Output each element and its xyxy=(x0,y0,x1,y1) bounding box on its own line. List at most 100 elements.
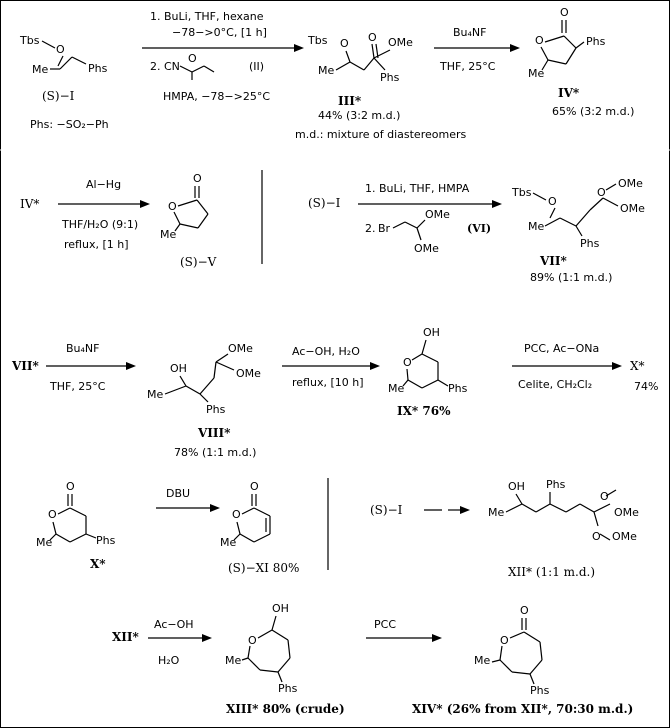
bond xyxy=(287,639,291,659)
phs-label: Phs xyxy=(586,35,606,48)
bond xyxy=(247,645,251,659)
bond xyxy=(565,503,581,513)
bond xyxy=(179,65,193,73)
o-label: O xyxy=(597,186,606,199)
XI-label: (S)−XI 80% xyxy=(228,561,299,575)
o-label: O xyxy=(193,172,202,185)
o-label: O xyxy=(48,508,57,521)
compound-IX: OH O Me Phs IX* 76% xyxy=(388,326,468,418)
compound-VIII: OH Me Phs OMe OMe VIII* 78% (1:1 m.d.) xyxy=(147,342,261,459)
bond xyxy=(257,629,273,639)
compound-XIII: OH O Me Phs XIII* 80% (crude) xyxy=(225,602,345,716)
bond xyxy=(55,533,71,543)
arrowhead xyxy=(126,362,136,370)
bond xyxy=(593,511,599,527)
arrowhead xyxy=(492,200,502,208)
bond xyxy=(177,199,198,207)
bond xyxy=(529,659,543,675)
bond xyxy=(241,507,255,515)
bond xyxy=(57,507,71,515)
water-text: H₂O xyxy=(158,654,180,667)
VII-start: VII* xyxy=(11,359,40,373)
bond xyxy=(277,671,283,683)
o-label: O xyxy=(535,34,544,47)
ome-label: OMe xyxy=(618,177,643,190)
bond xyxy=(164,385,187,395)
panel-1: Tbs O Me Phs (S)−I Phs: −SO₂−Ph 1. BuLi,… xyxy=(19,6,634,141)
o-label: O xyxy=(66,480,75,493)
bond xyxy=(540,46,549,61)
bond xyxy=(404,221,418,229)
bond xyxy=(213,361,217,379)
bond xyxy=(499,645,503,661)
bond xyxy=(541,59,549,71)
o-label: O xyxy=(520,604,529,617)
bond xyxy=(411,353,423,361)
o-label: O xyxy=(592,530,601,543)
o-label: O xyxy=(248,634,257,647)
bond xyxy=(271,615,277,631)
me-label: Me xyxy=(220,536,236,549)
bond xyxy=(392,221,406,229)
o-label: O xyxy=(168,200,177,213)
bond xyxy=(199,377,215,395)
bond xyxy=(241,657,249,661)
step1-text: 1. BuLi, THF, HMPA xyxy=(365,182,470,195)
dbu-text: DBU xyxy=(166,487,190,500)
XIV-label: XIV* (26% from XII*, 70:30 m.d.) xyxy=(412,702,633,716)
bond xyxy=(349,61,365,71)
acoh-text: Ac−OH, H₂O xyxy=(292,345,360,358)
bond xyxy=(406,368,409,381)
tbs-label: Tbs xyxy=(511,186,532,199)
III-yield: 44% (3:2 m.d.) xyxy=(318,109,400,122)
bond xyxy=(509,631,525,639)
phs-label: Phs xyxy=(580,237,600,250)
bond xyxy=(529,673,535,685)
compound-VII: Tbs O Me Phs O OMe OMe VII* 89% (1:1 m.d… xyxy=(511,177,645,284)
ome-label: OMe xyxy=(614,506,639,519)
VIII-label: VIII* xyxy=(197,426,231,440)
bond xyxy=(363,57,375,71)
thf-text: THF, 25°C xyxy=(49,380,106,393)
phs-label: Phs xyxy=(96,534,116,547)
bond xyxy=(247,657,261,671)
me-label: Me xyxy=(388,382,404,395)
bond xyxy=(549,503,567,513)
o-label: O xyxy=(340,37,349,50)
bond xyxy=(196,199,209,215)
tbaf-text: Bu₄NF xyxy=(453,26,486,39)
celite-text: Celite, CH₂Cl₂ xyxy=(518,378,592,391)
me-label: Me xyxy=(488,506,504,519)
alhg-text: Al−Hg xyxy=(86,178,121,191)
me-label: Me xyxy=(474,654,490,667)
bond xyxy=(373,49,391,59)
compound-X: O O Me Phs X* xyxy=(36,480,116,571)
bond xyxy=(215,353,229,363)
arrowhead xyxy=(370,362,380,370)
pcc-text: PCC, Ac−ONa xyxy=(524,342,599,355)
bond xyxy=(575,225,583,237)
me-label: Me xyxy=(528,67,544,80)
phs-label: Phs xyxy=(530,684,550,697)
bond xyxy=(421,379,439,389)
o-label: O xyxy=(188,52,197,65)
bond xyxy=(57,55,64,67)
bond xyxy=(173,211,181,225)
me-label: Me xyxy=(225,654,241,667)
o-label: O xyxy=(548,195,557,208)
solvent-text: THF/H₂O (9:1) xyxy=(61,218,138,231)
me-label: Me xyxy=(32,63,48,76)
bond xyxy=(499,659,513,673)
X-yield: 74% xyxy=(634,380,658,393)
bond xyxy=(69,507,87,517)
bond xyxy=(52,521,57,535)
bond xyxy=(277,657,291,673)
cn-label: CN xyxy=(164,60,180,73)
bond xyxy=(49,533,57,541)
bond xyxy=(559,217,577,227)
phs-label: Phs xyxy=(88,62,108,75)
bond xyxy=(236,521,241,535)
bond xyxy=(271,629,289,641)
tbs-label: Tbs xyxy=(307,34,328,47)
bond xyxy=(179,223,199,229)
